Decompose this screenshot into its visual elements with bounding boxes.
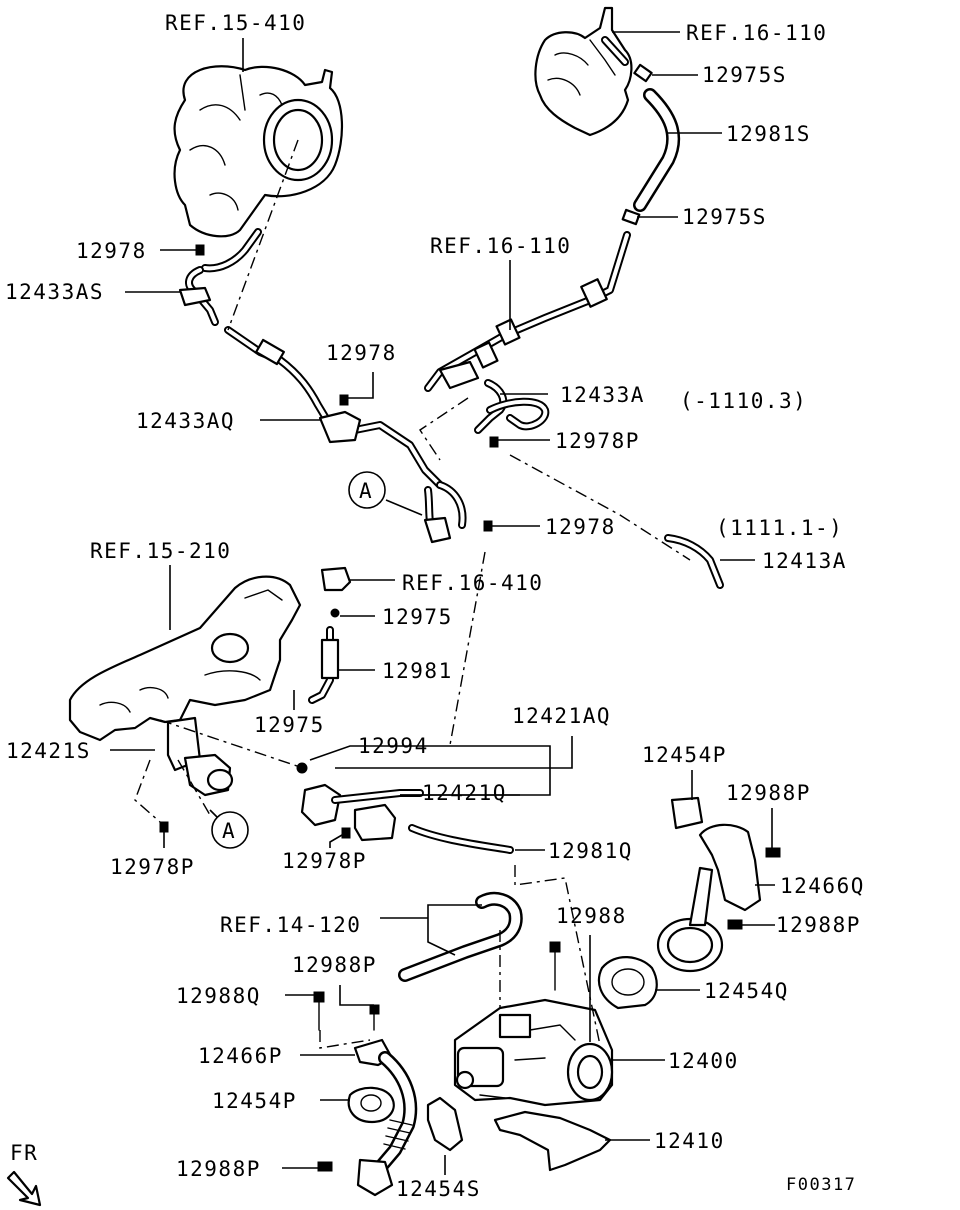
label-12413a: 12413A <box>762 549 847 573</box>
label-12978p-mid: 12978P <box>282 849 367 873</box>
part-labels: REF.15-410 REF.16-110 12975S 12981S 1297… <box>5 11 865 1201</box>
label-12975-b: 12975 <box>254 713 325 737</box>
label-12988: 12988 <box>556 904 627 928</box>
gasket-12454q-drawing <box>597 956 658 1010</box>
label-12421s: 12421S <box>6 739 91 763</box>
label-12400: 12400 <box>668 1049 739 1073</box>
hose-12981q-drawing <box>408 824 514 854</box>
label-12454s: 12454S <box>396 1177 481 1201</box>
solenoid-12421q-drawing <box>353 803 397 842</box>
label-12410: 12410 <box>654 1129 725 1153</box>
label-12978-mid: 12978 <box>326 341 397 365</box>
throttle-body-drawing <box>453 998 614 1107</box>
label-12454p-left: 12454P <box>212 1089 297 1113</box>
alignment-lines <box>134 139 691 1049</box>
callout-circle-a-bottom <box>211 811 249 849</box>
label-fr: FR <box>10 1141 38 1165</box>
label-12466p: 12466P <box>198 1044 283 1068</box>
label-ref-15-410: REF.15-410 <box>165 11 306 35</box>
egr-pipe-12466p-drawing <box>353 1038 418 1197</box>
label-12433a-note: (-1110.3) <box>680 389 807 413</box>
label-ref-16-110-mid: REF.16-110 <box>430 234 571 258</box>
label-12454q: 12454Q <box>704 979 789 1003</box>
label-12975s-mid: 12975S <box>682 205 767 229</box>
label-12994: 12994 <box>358 734 429 758</box>
pipe-12433aq-drawing <box>178 228 467 544</box>
label-12988p-right1: 12988P <box>726 781 811 805</box>
vacuum-solenoid-drawing <box>308 566 352 704</box>
label-12975-a: 12975 <box>382 605 453 629</box>
label-12454p-right: 12454P <box>642 743 727 767</box>
bolts-drawing <box>159 244 781 1172</box>
label-ref-16-410: REF.16-410 <box>402 571 543 595</box>
label-12978p-left: 12978P <box>110 855 195 879</box>
turbocharger-drawing <box>173 65 343 238</box>
gasket-12454p-left-drawing <box>347 1086 395 1124</box>
label-12988q: 12988Q <box>176 984 261 1008</box>
label-12421aq: 12421AQ <box>512 704 611 728</box>
label-12433aq: 12433AQ <box>136 409 235 433</box>
label-12981: 12981 <box>382 659 453 683</box>
hose-12413a-drawing <box>664 534 724 589</box>
label-ref-16-110-top: REF.16-110 <box>686 21 827 45</box>
label-12975s-top: 12975S <box>702 63 787 87</box>
label-12981s: 12981S <box>726 122 811 146</box>
label-12421q: 12421Q <box>422 781 507 805</box>
label-12466q: 12466Q <box>780 874 865 898</box>
label-12988p-bottom: 12988P <box>176 1157 261 1181</box>
label-12978p-top: 12978P <box>555 429 640 453</box>
callout-a-top: A <box>359 479 373 503</box>
front-arrow-icon <box>6 1170 42 1207</box>
hose-12433a-drawing <box>474 379 550 434</box>
vacuum-pipe-drawing <box>424 231 631 392</box>
egr-pipe-12466q-drawing <box>656 796 762 973</box>
bracket-12410-drawing <box>493 1110 612 1172</box>
callout-circle-a-top <box>348 471 386 509</box>
label-12981q: 12981Q <box>548 839 633 863</box>
callout-a-bottom: A <box>222 819 236 843</box>
label-12988p-right2: 12988P <box>776 913 861 937</box>
vacuum-pump-drawing <box>534 6 633 137</box>
figure-code: F00317 <box>786 1175 856 1195</box>
label-12978-top: 12978 <box>76 239 147 263</box>
hose-12981s-drawing <box>621 63 681 226</box>
label-12988p-mid: 12988P <box>292 953 377 977</box>
label-12433a: 12433A <box>560 383 645 407</box>
label-ref-15-210: REF.15-210 <box>90 539 231 563</box>
ref-14-120-hose-drawing <box>398 891 523 982</box>
label-12978-low: 12978 <box>545 515 616 539</box>
leader-lines <box>110 31 775 1175</box>
gasket-12454s-drawing <box>426 1096 464 1152</box>
label-12433as: 12433AS <box>5 280 104 304</box>
label-ref-14-120: REF.14-120 <box>220 913 361 937</box>
label-12413a-note: (1111.1-) <box>716 516 843 540</box>
